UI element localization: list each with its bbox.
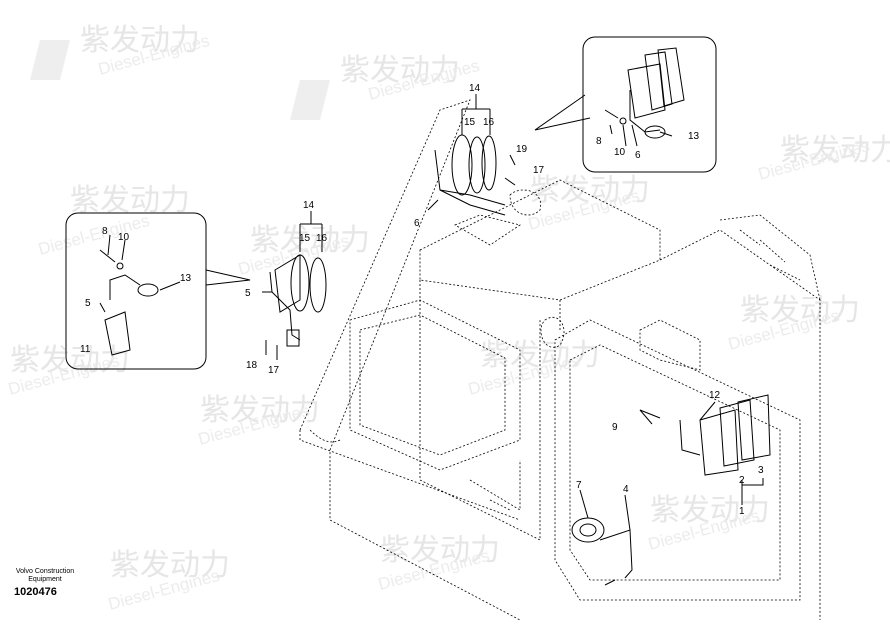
- callout-16-left: 16: [316, 233, 328, 244]
- watermark-10: 紫发动力 Diesel-Engines: [726, 293, 860, 354]
- excavator-body: [299, 99, 821, 621]
- watermark-1: 紫发动力 Diesel-Engines: [30, 23, 211, 80]
- svg-text:紫发动力: 紫发动力: [110, 548, 230, 583]
- callout-14-top: 14: [469, 83, 481, 94]
- watermark-13: 紫发动力 Diesel-Engines: [646, 493, 770, 554]
- callout-6-top: 6: [414, 218, 420, 229]
- mirror-assembly-bottom: [571, 517, 633, 586]
- callout-15-left: 15: [299, 233, 311, 244]
- callout-4: 4: [623, 484, 629, 495]
- manufacturer-label: Volvo Construction Equipment: [10, 568, 80, 584]
- svg-text:紫发动力: 紫发动力: [740, 293, 860, 328]
- callout-11: 11: [80, 344, 91, 355]
- svg-text:紫发动力: 紫发动力: [250, 223, 370, 258]
- watermark-6: 紫发动力 Diesel-Engines: [756, 133, 890, 184]
- mirror-assembly-top: [434, 134, 506, 216]
- detail-inset-right: [534, 36, 717, 173]
- callout-13-inset-left: 13: [180, 273, 192, 284]
- callout-12: 12: [709, 390, 721, 401]
- svg-text:紫发动力: 紫发动力: [340, 53, 460, 88]
- svg-text:紫发动力: 紫发动力: [10, 343, 130, 378]
- svg-text:Diesel-Engines: Diesel-Engines: [36, 211, 151, 259]
- callout-6-inset-right: 6: [635, 150, 641, 161]
- svg-text:紫发动力: 紫发动力: [480, 338, 600, 373]
- callout-3: 3: [758, 465, 764, 476]
- svg-text:紫发动力: 紫发动力: [200, 393, 320, 428]
- svg-text:紫发动力: 紫发动力: [70, 183, 190, 218]
- callout-14-left: 14: [303, 200, 315, 211]
- callout-1: 1: [739, 506, 745, 517]
- mirror-assembly-right: [639, 394, 771, 476]
- watermark-3: 紫发动力 Diesel-Engines: [36, 183, 190, 259]
- svg-text:紫发动力: 紫发动力: [530, 173, 650, 208]
- callout-10-inset-right: 10: [614, 147, 626, 158]
- manufacturer-line-1: Volvo Construction: [15, 568, 75, 575]
- callout-17-left: 17: [268, 365, 280, 376]
- callout-9: 9: [612, 422, 618, 433]
- callout-15-top: 15: [464, 117, 476, 128]
- callout-16-top: 16: [483, 117, 495, 128]
- watermark-4: 紫发动力 Diesel-Engines: [236, 223, 370, 279]
- callout-19: 19: [516, 144, 528, 155]
- callout-13-inset-right: 13: [688, 131, 700, 142]
- callout-17-top: 17: [533, 165, 545, 176]
- callout-labels: 14 15 16 19 17 6 14 15 16 5 18 17 8 10 1…: [80, 83, 764, 517]
- watermark-11: 紫发动力 Diesel-Engines: [106, 548, 230, 614]
- callout-18: 18: [246, 360, 258, 371]
- watermark-9: 紫发动力 Diesel-Engines: [466, 338, 600, 399]
- leader-lines: [99, 94, 764, 531]
- watermark-5: 紫发动力 Diesel-Engines: [526, 173, 650, 234]
- callout-5-inset-left: 5: [85, 298, 91, 309]
- watermark-8: 紫发动力 Diesel-Engines: [196, 393, 320, 449]
- svg-text:紫发动力: 紫发动力: [650, 493, 770, 528]
- svg-text:紫发动力: 紫发动力: [780, 133, 890, 168]
- part-number: 1020476: [14, 586, 57, 598]
- watermark-2: 紫发动力 Diesel-Engines: [290, 53, 481, 120]
- mirror-assembly-left: [269, 254, 327, 347]
- watermark-12: 紫发动力 Diesel-Engines: [376, 533, 500, 594]
- callout-2: 2: [739, 475, 745, 486]
- svg-text:紫发动力: 紫发动力: [80, 23, 200, 58]
- callout-8-inset-left: 8: [102, 226, 108, 237]
- callout-8-inset-right: 8: [596, 136, 602, 147]
- callout-10-inset-left: 10: [118, 232, 130, 243]
- callout-5-left: 5: [245, 288, 251, 299]
- detail-inset-left: [65, 212, 251, 370]
- watermark-layer: 紫发动力 Diesel-Engines 紫发动力 Diesel-Engines …: [6, 23, 890, 614]
- manufacturer-line-2: Equipment: [28, 576, 62, 583]
- callout-7: 7: [576, 480, 582, 491]
- svg-text:紫发动力: 紫发动力: [380, 533, 500, 568]
